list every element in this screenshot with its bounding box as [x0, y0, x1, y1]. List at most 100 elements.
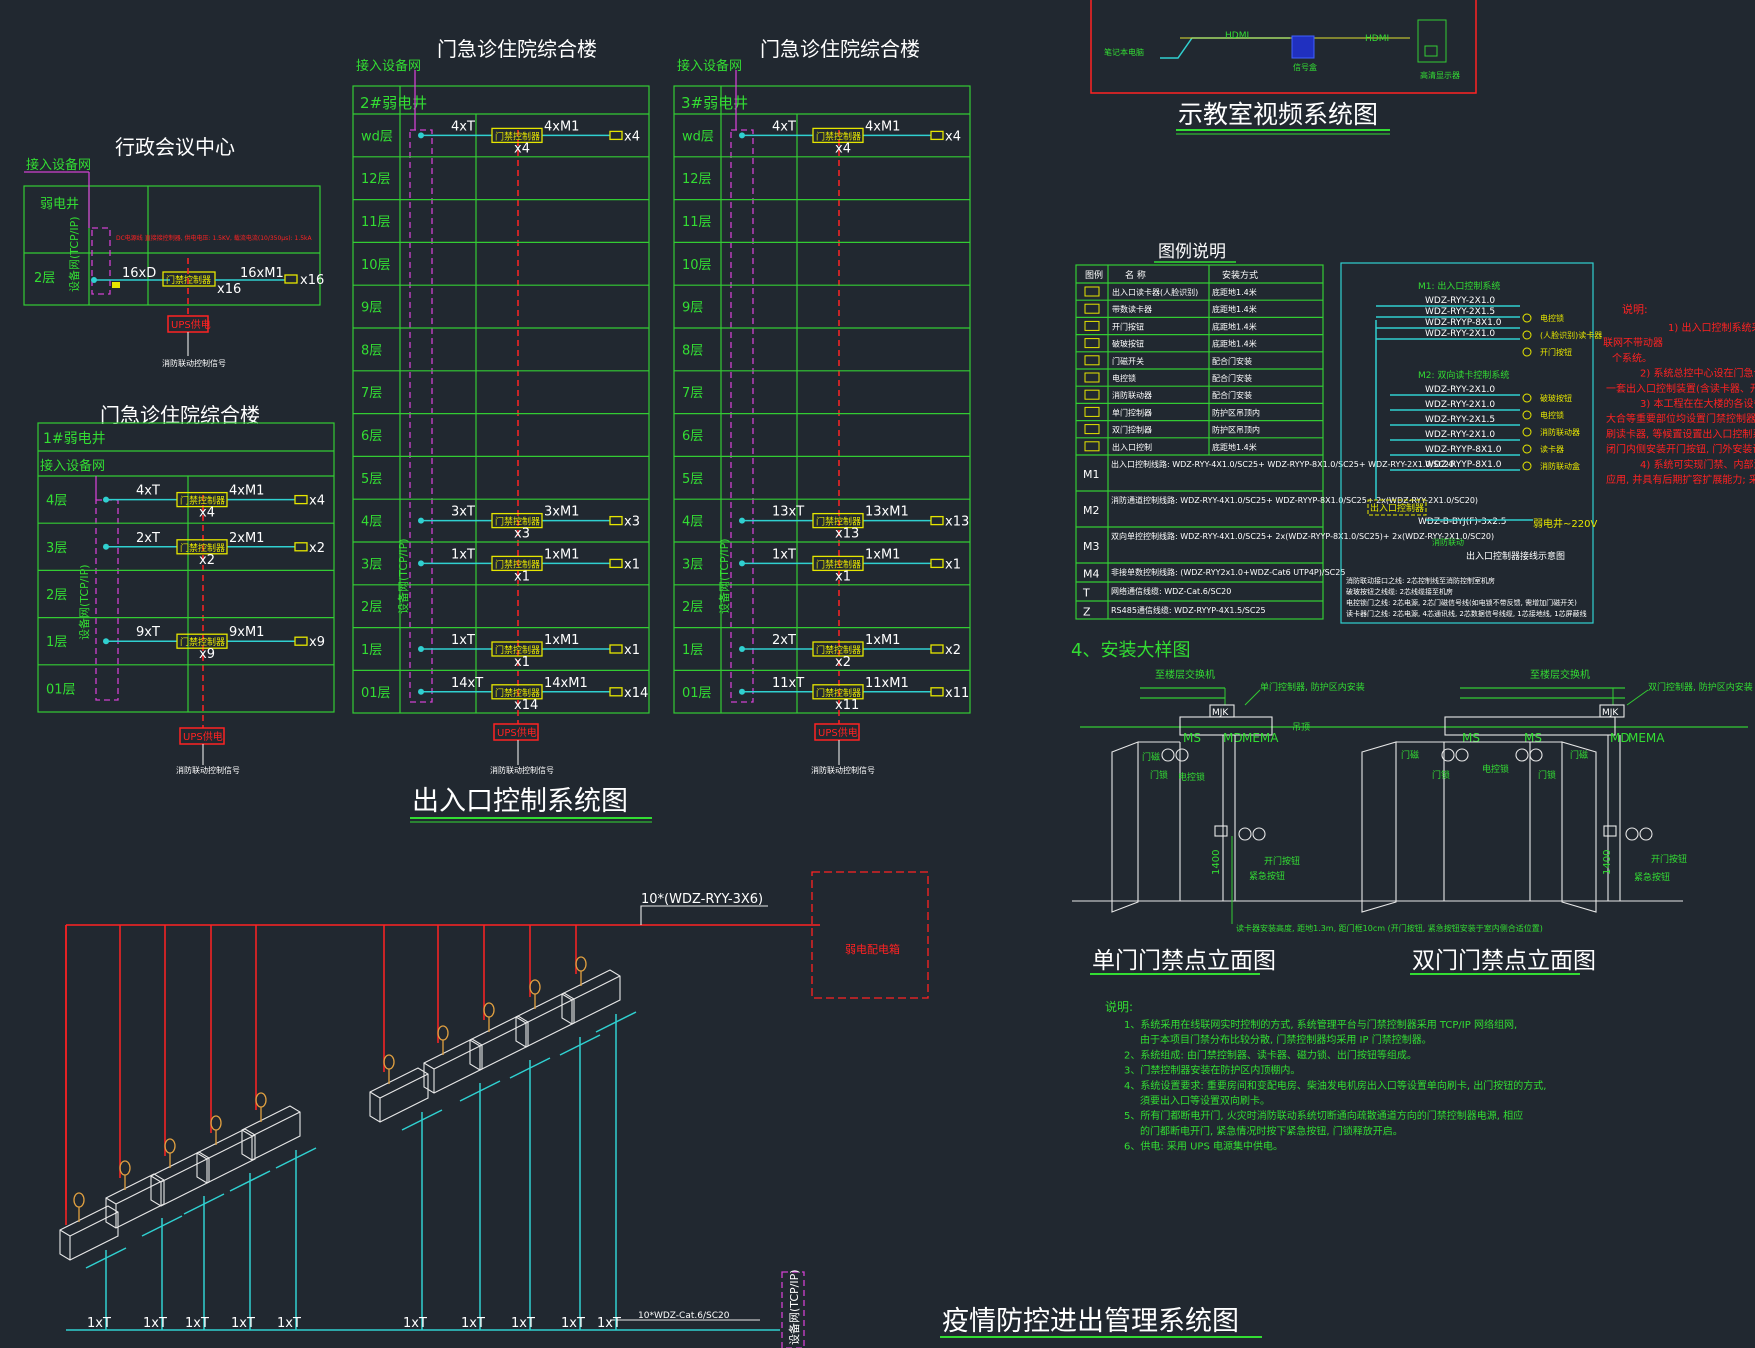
- svg-text:MS: MS: [1462, 731, 1480, 745]
- svg-text:单门控制器, 防护区内安装: 单门控制器, 防护区内安装: [1260, 681, 1365, 693]
- end-count: x2: [945, 643, 961, 658]
- building-2-frame: [352, 85, 650, 714]
- wiring-item: 电控锁: [1540, 410, 1564, 420]
- cable-top-label: 10*(WDZ-RYY-3X6): [641, 892, 763, 907]
- svg-text:UPS供电: UPS供电: [818, 726, 858, 739]
- wiring-item: 电控锁: [1540, 313, 1564, 323]
- svg-text:MS: MS: [1524, 731, 1542, 745]
- explanation-line: 3、门禁控制器安装在防护区内顶棚内。: [1124, 1064, 1300, 1077]
- end-count: x3: [624, 515, 640, 530]
- svg-text:门禁控制器: 门禁控制器: [495, 687, 540, 699]
- wiring-note: 读卡器门之线: 2芯电源, 4芯通讯线, 2芯数据信号线缆, 1芯接地线, 1芯…: [1346, 609, 1587, 618]
- svg-text:电控锁: 电控锁: [1178, 771, 1205, 783]
- legend-install: 配合门安装: [1212, 356, 1252, 366]
- floor-label: 3层: [361, 557, 382, 572]
- floor-label: 2层: [46, 588, 67, 603]
- legend-install: 底距地1.4米: [1212, 287, 1257, 297]
- floor-label: 4层: [46, 494, 67, 509]
- gate-count-label: 1xT: [403, 1316, 427, 1331]
- card-reader-count: 1xT: [451, 547, 475, 562]
- legend-install: 配合门安装: [1212, 373, 1252, 383]
- explanation-line: 由于本项目门禁分布比较分散, 门禁控制器均采用 IP 门禁控制器。: [1140, 1033, 1432, 1046]
- building-3-diagram: 门急诊住院综合楼 接入设备网 3#弱电井 设备网(TCP/IP) UPS供电 消…: [673, 37, 971, 775]
- wiring-item: 开门按钮: [1540, 347, 1572, 357]
- lock-count: 4xM1: [229, 484, 264, 499]
- svg-text:MD: MD: [1223, 731, 1243, 745]
- admin-center-diagram: 行政会议中心 接入设备网 弱电井 2层 设备网(TCP/IP) 16xD 门禁控…: [23, 135, 324, 368]
- lock-count: 4xM1: [865, 119, 900, 134]
- door-controller: [491, 127, 543, 144]
- card-reader-count: 9xT: [136, 625, 160, 640]
- legend-row: 出入口读卡器(人脸识别)底距地1.4米: [1076, 286, 1323, 301]
- legend-row: 单门控制器防护区吊顶内: [1076, 406, 1323, 422]
- floor-label: 2层: [682, 600, 703, 615]
- wiring-line: WDZ-RYY-2X1.0: [1425, 296, 1495, 306]
- floor-label: 11层: [361, 215, 391, 230]
- explanation-line: 的门都断电开门, 紧急情况时按下紧急按钮, 门锁释放开启。: [1140, 1124, 1403, 1137]
- remark-line: 刷读卡器, 等候置设置出入口控制系统,: [1606, 427, 1755, 440]
- wiring-line: WDZ-RYY-2X1.0: [1425, 385, 1495, 395]
- card-reader-count: 2xT: [772, 633, 796, 648]
- floor-row: 11层: [674, 215, 970, 243]
- turnstile-gate: 1xT: [423, 1025, 501, 1331]
- gate-count-label: 1xT: [185, 1316, 209, 1331]
- building-1-fire-signal: 消防联动控制信号: [176, 765, 240, 775]
- admin-frame: [23, 185, 321, 306]
- admin-right-count: 16xM1: [240, 266, 284, 281]
- remark-line: 2) 系统总控中心设在门急诊楼一: [1640, 367, 1755, 380]
- controller-count: x3: [514, 527, 530, 542]
- wiring-item: (人脸识别)读卡器: [1540, 330, 1602, 340]
- gate-count-label: 1xT: [597, 1316, 621, 1331]
- controller-count: x4: [835, 141, 851, 156]
- card-reader-count: 14xT: [451, 676, 483, 691]
- gate-count-label: 1xT: [461, 1316, 485, 1331]
- building-2-network-label: 接入设备网: [356, 58, 421, 74]
- building-1-diagram: 门急诊住院综合楼 1#弱电井 接入设备网 设备网(TCP/IP) UPS供电 消…: [37, 403, 335, 775]
- floor-row: 8层: [353, 343, 649, 372]
- turnstile-gate: 1xT: [561, 956, 637, 1331]
- controller-count: x9: [199, 647, 215, 662]
- svg-text:1400: 1400: [1602, 850, 1613, 875]
- building-2-ups-box: [493, 723, 539, 741]
- svg-text:信号盒: 信号盒: [1293, 62, 1317, 72]
- svg-text:UPS供电: UPS供电: [183, 730, 223, 743]
- end-count: x1: [624, 643, 640, 658]
- wiring-voltage: 弱电井~220V: [1533, 517, 1597, 530]
- legend-install: 底距地1.4米: [1212, 321, 1257, 331]
- svg-text:门禁控制器: 门禁控制器: [495, 516, 540, 528]
- explanation-line: 6、供电: 采用 UPS 电源集中供电。: [1124, 1140, 1283, 1153]
- legend-table: 图例说明 图例名 称安装方式出入口读卡器(人脸识别)底距地1.4米带数读卡器底距…: [1075, 242, 1494, 620]
- remark-line: 联网不带动器: [1603, 337, 1663, 349]
- legend-name: 开门按钮: [1112, 321, 1144, 331]
- floor-label: 8层: [682, 343, 703, 358]
- svg-text:门锁: 门锁: [1432, 769, 1450, 781]
- svg-text:开门按钮: 开门按钮: [1264, 855, 1300, 867]
- svg-text:门禁控制器: 门禁控制器: [495, 130, 540, 142]
- legend-name: 电控锁: [1112, 373, 1136, 383]
- floor-row: 5层: [353, 472, 649, 500]
- wiring-item: 消防联动盒: [1540, 461, 1580, 471]
- door-controller: [491, 555, 543, 572]
- legend-row: 门磁开关配合门安装: [1076, 355, 1323, 370]
- legend-name: 消防联动器: [1112, 390, 1152, 400]
- floor-row: 6层: [353, 429, 649, 457]
- card-reader-count: 4xT: [136, 484, 160, 499]
- explanation-line: 5、所有门都断电开门, 火灾时消防联动系统切断通向疏散通道方向的门禁控制器电源,…: [1124, 1109, 1523, 1122]
- wiring-line: WDZ-RYY-2X1.5: [1425, 415, 1495, 425]
- svg-text:设备网(TCP/IP): 设备网(TCP/IP): [77, 564, 91, 640]
- building-2-fire-signal: 消防联动控制信号: [490, 765, 554, 775]
- svg-text:门锁: 门锁: [1150, 769, 1168, 781]
- svg-text:MS: MS: [1183, 731, 1201, 745]
- admin-floor-label: 2层: [34, 271, 55, 286]
- remark-title: 说明:: [1622, 302, 1648, 316]
- svg-text:MJK: MJK: [1212, 708, 1229, 718]
- building-2-diagram: 门急诊住院综合楼 接入设备网 2#弱电井 设备网(TCP/IP) UPS供电 消…: [352, 37, 650, 775]
- install-detail: 4、安装大样图 至楼层交换机 单门控制器, 防护区内安装 MJK MS MD M…: [1071, 640, 1753, 975]
- card-reader-count: 1xT: [451, 633, 475, 648]
